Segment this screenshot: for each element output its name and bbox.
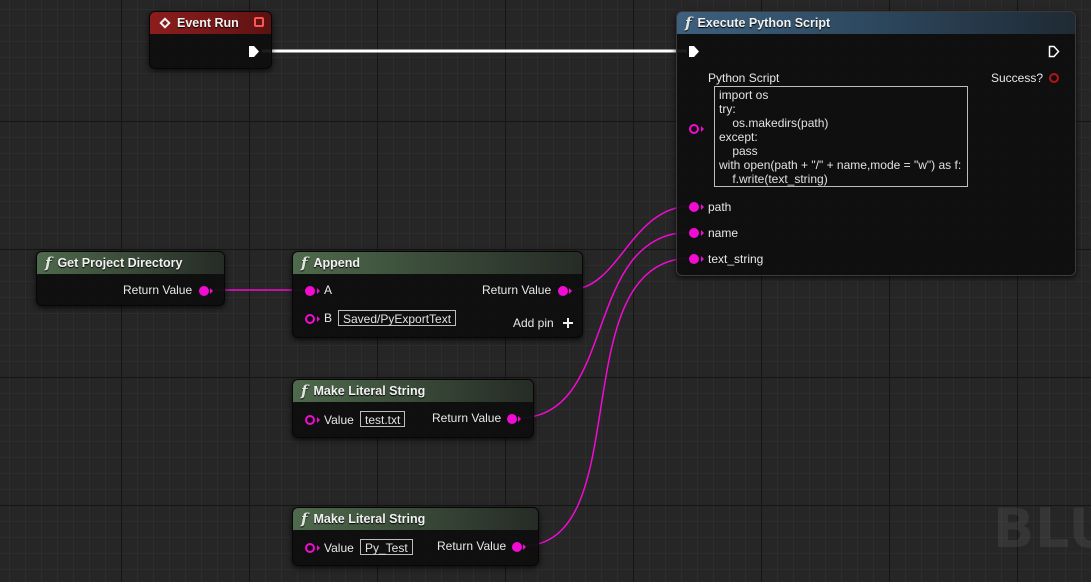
literal-2-return-value-pin-arrow <box>523 544 526 550</box>
append-return-value-label: Return Value <box>482 283 552 297</box>
success-label: Success? <box>991 71 1044 85</box>
append-a-pin[interactable] <box>305 286 315 296</box>
literal-2-value-input[interactable]: Py_Test <box>360 539 413 555</box>
exec-then-pin[interactable] <box>1048 45 1060 58</box>
literal-1-value-pin-arrow <box>317 417 320 423</box>
event-run-title: Event Run <box>177 16 239 30</box>
literal-string-1-title: Make Literal String <box>313 384 426 398</box>
return-value-label: Return Value <box>123 283 193 297</box>
append-b-label: B <box>324 311 333 325</box>
literal-2-return-value-label: Return Value <box>437 539 507 553</box>
append-b-input[interactable]: Saved/PyExportText <box>338 310 457 326</box>
name-input-pin[interactable] <box>689 228 699 238</box>
wire-append-to-path[interactable] <box>568 205 693 291</box>
delegate-pin-icon[interactable] <box>254 17 264 27</box>
event-run-node[interactable]: Event Run <box>149 11 272 69</box>
path-input-pin[interactable] <box>689 202 699 212</box>
literal-1-return-value-pin-arrow <box>518 416 521 422</box>
make-literal-string-node-1[interactable]: f Make Literal String Value test.txt Ret… <box>292 379 534 438</box>
function-icon: f <box>301 382 308 400</box>
append-title: Append <box>313 256 360 270</box>
success-pin[interactable] <box>1049 73 1059 83</box>
python-node-header[interactable]: f Execute Python Script <box>677 12 1075 34</box>
text-string-input-pin[interactable] <box>689 254 699 264</box>
function-icon: f <box>45 254 52 272</box>
add-pin-label[interactable]: Add pin <box>513 316 554 330</box>
append-b-pin[interactable] <box>305 314 315 324</box>
literal-1-return-value-label: Return Value <box>432 411 502 425</box>
python-script-label: Python Script <box>708 71 780 85</box>
function-icon: f <box>301 510 308 528</box>
name-pin-arrow <box>701 230 704 236</box>
function-icon: f <box>301 254 308 272</box>
literal-1-return-value-pin[interactable] <box>507 414 517 424</box>
literal-1-value-label: Value <box>324 413 354 427</box>
python-script-pin-arrow <box>701 126 704 132</box>
path-input-label: path <box>708 200 732 214</box>
literal-2-value-pin-arrow <box>317 545 320 551</box>
append-return-value-pin[interactable] <box>558 286 568 296</box>
return-value-pin-arrow <box>210 288 213 294</box>
event-run-header[interactable]: Event Run <box>150 12 271 34</box>
literal-string-1-header[interactable]: f Make Literal String <box>293 380 533 402</box>
literal-string-2-title: Make Literal String <box>313 512 426 526</box>
exec-out-pin[interactable] <box>248 45 260 58</box>
append-return-value-pin-arrow <box>569 288 572 294</box>
get-project-directory-title: Get Project Directory <box>57 256 183 270</box>
literal-1-value-input[interactable]: test.txt <box>360 411 406 427</box>
exec-in-pin[interactable] <box>688 45 700 58</box>
literal-2-value-pin[interactable] <box>305 543 315 553</box>
python-script-input[interactable]: import os try: os.makedirs(path) except:… <box>714 86 968 187</box>
execute-python-script-node[interactable]: f Execute Python Script Python Script Su… <box>676 11 1076 276</box>
append-a-label: A <box>324 283 333 297</box>
get-project-directory-header[interactable]: f Get Project Directory <box>37 252 224 274</box>
get-project-directory-node[interactable]: f Get Project Directory Return Value <box>36 251 225 306</box>
return-value-pin[interactable] <box>199 286 209 296</box>
literal-2-return-value-pin[interactable] <box>512 542 522 552</box>
append-b-pin-arrow <box>317 316 320 322</box>
blueprint-watermark: BLU <box>993 497 1091 560</box>
text-string-input-label: text_string <box>708 252 764 266</box>
append-node[interactable]: f Append A Return Value B Saved/PyExport… <box>292 251 583 338</box>
function-icon: f <box>685 14 692 32</box>
python-node-title: Execute Python Script <box>697 16 831 30</box>
make-literal-string-node-2[interactable]: f Make Literal String Value Py_Test Retu… <box>292 507 539 566</box>
path-pin-arrow <box>701 204 704 210</box>
append-a-pin-arrow <box>317 288 320 294</box>
name-input-label: name <box>708 226 739 240</box>
diamond-event-icon <box>159 17 171 29</box>
python-script-pin[interactable] <box>689 124 699 134</box>
literal-1-value-pin[interactable] <box>305 415 315 425</box>
text-string-pin-arrow <box>701 256 704 262</box>
add-pin-plus-icon[interactable] <box>563 318 573 328</box>
append-header[interactable]: f Append <box>293 252 582 274</box>
literal-string-2-header[interactable]: f Make Literal String <box>293 508 538 530</box>
literal-2-value-label: Value <box>324 541 354 555</box>
